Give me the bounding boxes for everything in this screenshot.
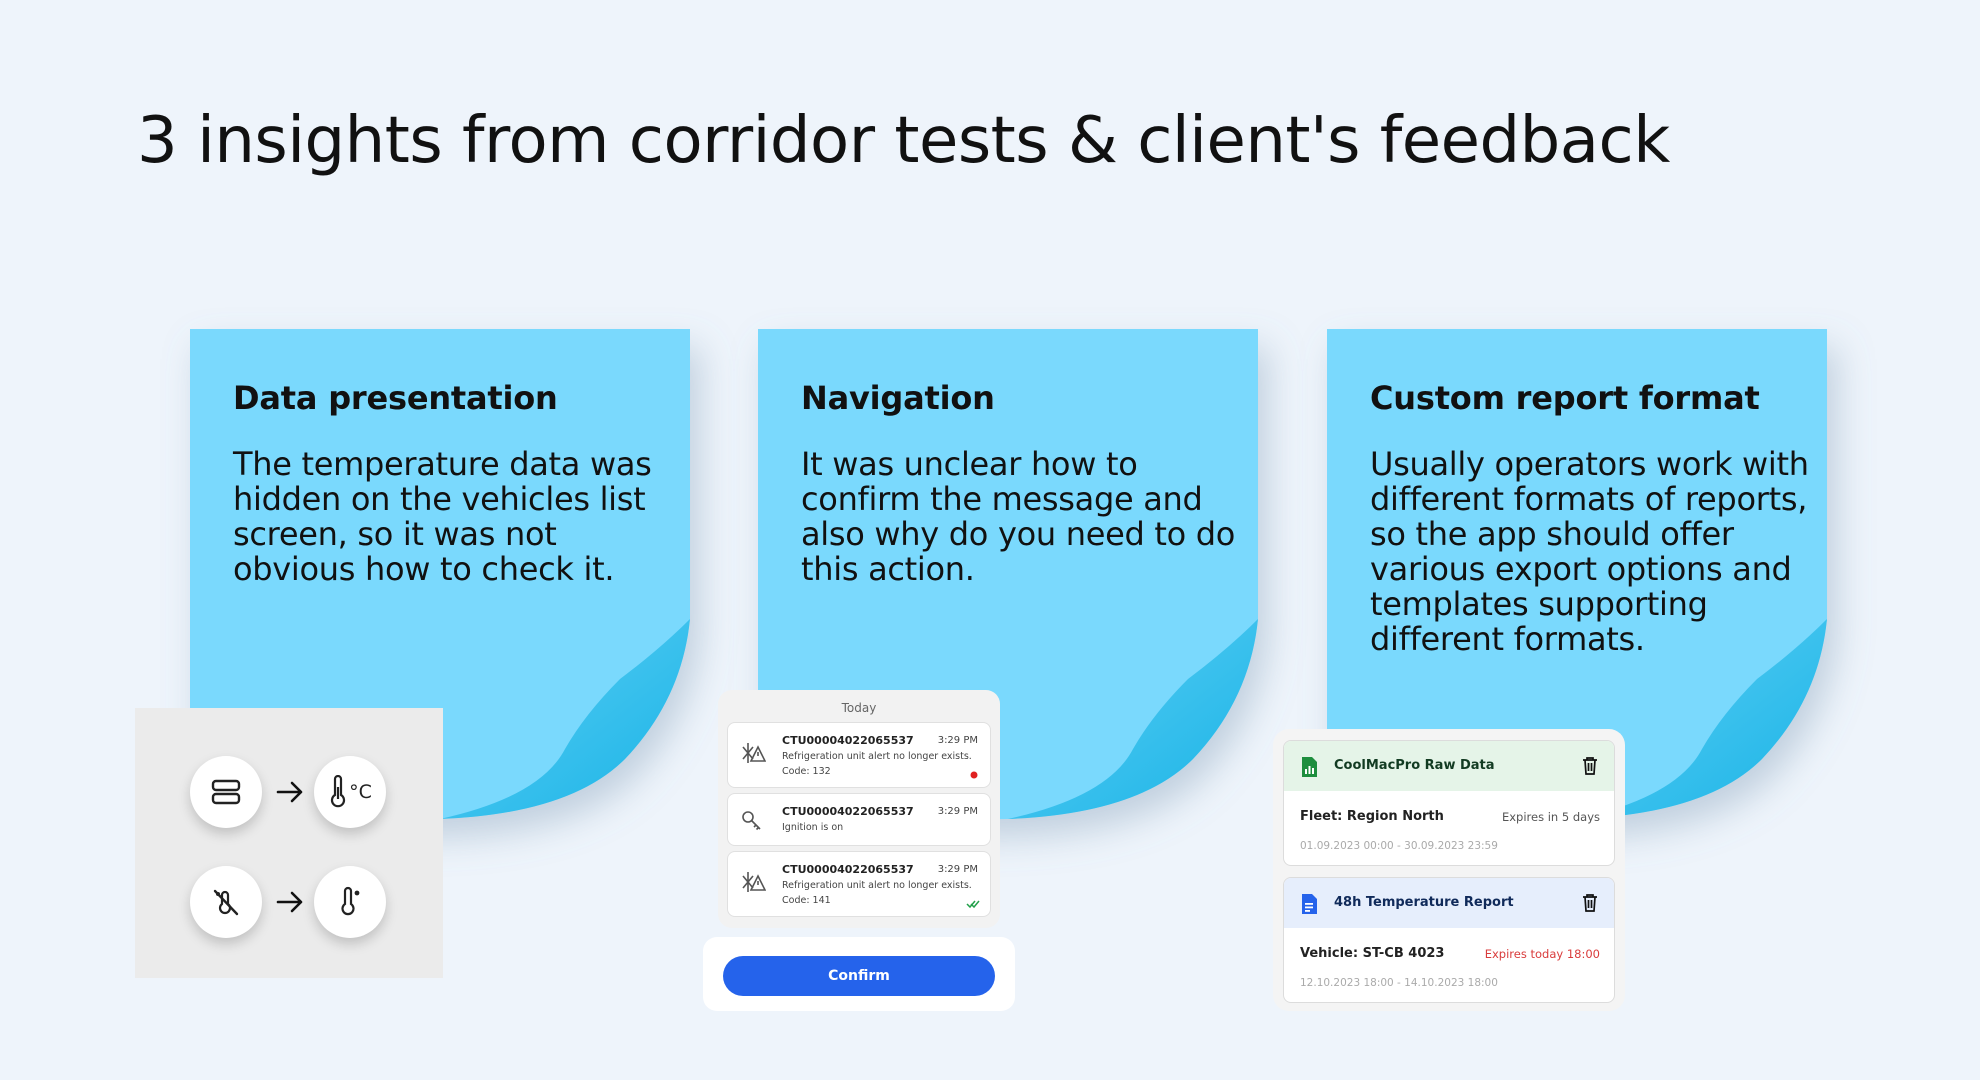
sticky-note-navigation: Navigation It was unclear how to confirm…: [758, 329, 1258, 829]
message-text: Refrigeration unit alert no longer exist…: [782, 880, 972, 891]
message-time: 3:29 PM: [937, 735, 978, 746]
sensor-off-button[interactable]: [190, 866, 262, 938]
list-toggle-button[interactable]: [190, 756, 262, 828]
ignition-key-icon: [742, 811, 761, 831]
sensor-off-icon: [213, 889, 239, 916]
report-item[interactable]: CoolMacPro Raw Data Fleet: Region North …: [1283, 740, 1615, 866]
message-item[interactable]: CTU00004022065537 3:29 PM Refrigeration …: [727, 851, 991, 917]
report-subject: Fleet: Region North: [1300, 809, 1444, 824]
refrigeration-alert-icon: [742, 743, 766, 763]
sticky-note-custom-report-format: Custom report format Usually operators w…: [1327, 329, 1827, 829]
sticky-note-paper: [1327, 329, 1827, 824]
report-expires: Expires today 18:00: [1484, 947, 1600, 961]
report-expires: Expires in 5 days: [1501, 810, 1600, 824]
report-name: CoolMacPro Raw Data: [1334, 758, 1495, 773]
sticky-note-data-presentation: Data presentation The temperature data w…: [190, 329, 690, 829]
message-time: 3:29 PM: [937, 806, 978, 817]
arrow-right-icon: [276, 891, 303, 913]
report-header: CoolMacPro Raw Data: [1284, 741, 1614, 791]
date-label: Today: [841, 701, 877, 715]
note-body: It was unclear how to confirm the messag…: [801, 445, 1236, 588]
message-item[interactable]: CTU00004022065537 3:29 PM Ignition is on: [727, 793, 991, 846]
note-heading: Navigation: [801, 379, 995, 417]
confirm-button[interactable]: Confirm: [723, 956, 995, 996]
message-code: Code: 141: [782, 895, 831, 906]
page-title: 3 insights from corridor tests & client'…: [137, 104, 1670, 178]
report-range: 01.09.2023 00:00 - 30.09.2023 23:59: [1300, 840, 1498, 852]
message-title: CTU00004022065537: [782, 805, 914, 818]
messages-card: Today CTU00004022065537 3:29 PM Refriger…: [718, 690, 1000, 928]
report-header: 48h Temperature Report: [1284, 878, 1614, 928]
report-range: 12.10.2023 18:00 - 14.10.2023 18:00: [1300, 977, 1498, 989]
temperature-sensor-button[interactable]: [314, 866, 386, 938]
note-body: Usually operators work with different fo…: [1370, 445, 1809, 658]
message-title: CTU00004022065537: [782, 863, 914, 876]
arrow-right-icon: [276, 781, 303, 803]
message-item[interactable]: CTU00004022065537 3:29 PM Refrigeration …: [727, 722, 991, 788]
spreadsheet-icon: [1302, 757, 1317, 777]
trash-icon[interactable]: [1582, 893, 1598, 912]
icon-comparison-panel: °C: [135, 708, 443, 978]
report-subject: Vehicle: ST-CB 4023: [1300, 946, 1445, 961]
confirm-bar: Confirm: [703, 937, 1015, 1011]
report-item[interactable]: 48h Temperature Report Vehicle: ST-CB 40…: [1283, 877, 1615, 1003]
note-body: The temperature data was hidden on the v…: [233, 445, 652, 588]
trash-icon[interactable]: [1582, 756, 1598, 775]
note-heading: Custom report format: [1370, 379, 1760, 417]
report-name: 48h Temperature Report: [1334, 895, 1514, 910]
celsius-label: °C: [349, 781, 372, 803]
read-check-icon: [966, 900, 980, 909]
message-text: Ignition is on: [782, 822, 844, 833]
document-icon: [1302, 894, 1317, 914]
temperature-celsius-button[interactable]: °C: [314, 756, 386, 828]
note-heading: Data presentation: [233, 379, 558, 417]
message-code: Code: 132: [782, 766, 831, 777]
temperature-celsius-icon: [331, 775, 346, 808]
temperature-sensor-icon: [341, 886, 360, 916]
unread-dot-icon: [970, 771, 978, 779]
list-toggle-icon: [211, 779, 241, 805]
message-text: Refrigeration unit alert no longer exist…: [782, 751, 972, 762]
refrigeration-alert-icon: [742, 872, 766, 892]
sticky-note-paper: [190, 329, 690, 824]
message-title: CTU00004022065537: [782, 734, 914, 747]
message-time: 3:29 PM: [937, 864, 978, 875]
reports-card: CoolMacPro Raw Data Fleet: Region North …: [1273, 729, 1625, 1011]
